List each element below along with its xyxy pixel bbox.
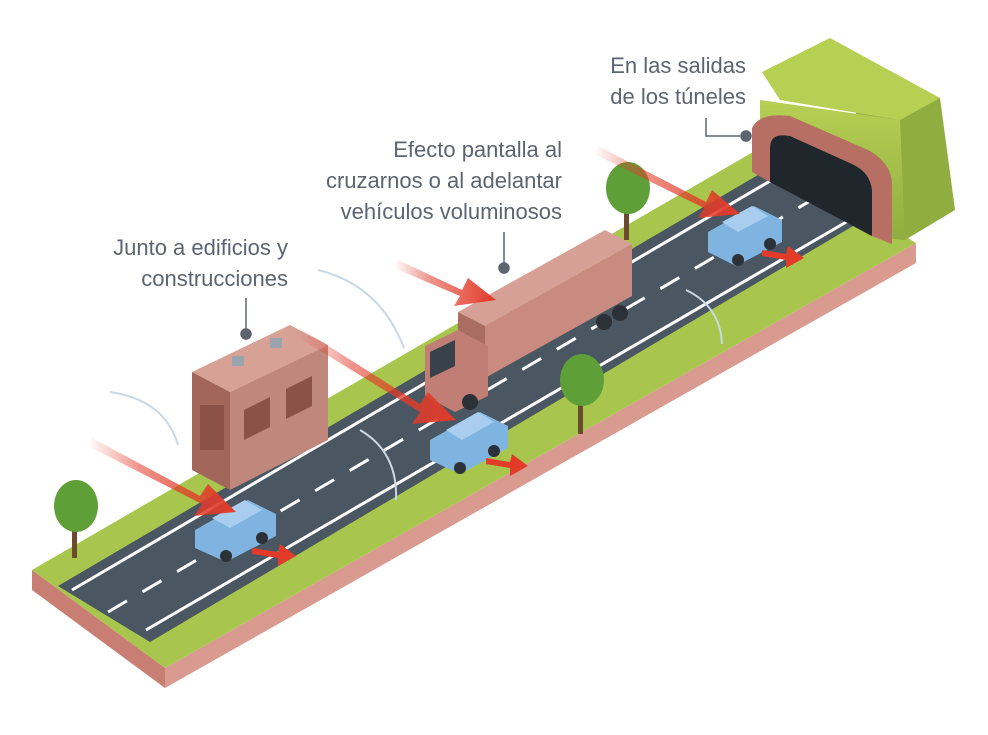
wind-arrow-overtake: [394, 260, 496, 306]
car-wheel: [764, 238, 776, 250]
callout-tunnels-line-2: de los túneles: [610, 84, 746, 109]
tunnel-portal: [752, 115, 892, 244]
earth-side-right: [165, 243, 916, 688]
tree-foliage: [560, 354, 604, 406]
callout-overtaking-line-3: vehículos voluminosos: [340, 199, 562, 224]
tree-left: [54, 480, 98, 558]
car-drift-arrow-far: [762, 246, 804, 268]
earth-side-front: [32, 570, 165, 688]
tunnel-opening: [770, 135, 872, 236]
tree-trunk: [72, 520, 77, 558]
callout-overtaking-line-1: Efecto pantalla al: [393, 137, 562, 162]
rooftop-unit-2: [270, 338, 282, 348]
wind-swirl: [359, 429, 398, 501]
callout-overtaking: Efecto pantalla al cruzarnos o al adelan…: [326, 134, 562, 227]
car-wheel: [488, 445, 500, 457]
building-window-1: [244, 397, 270, 440]
callout-buildings-line-1: Junto a edificios y: [113, 235, 288, 260]
truck-windshield: [430, 340, 455, 378]
car-drift-arrow-middle: [486, 454, 528, 476]
callout-tunnels-line-1: En las salidas: [610, 53, 746, 78]
car-wheel: [256, 532, 268, 544]
building-vent: [200, 405, 224, 450]
callout-tunnels: En las salidas de los túneles: [610, 50, 746, 112]
tree-foliage: [54, 480, 98, 532]
truck-wheel-rear-2: [612, 305, 628, 321]
wind-swirl: [109, 391, 179, 446]
car-drift-arrow-near: [252, 544, 296, 566]
truck: [425, 230, 632, 412]
callout-overtaking-line-2: cruzarnos o al adelantar: [325, 168, 562, 193]
wind-arrow-tunnel: [594, 146, 740, 218]
wind-arrow-truck: [296, 328, 456, 424]
road-edge-line-right: [145, 212, 861, 632]
wind-arrows: [88, 146, 804, 566]
truck-trailer-side: [485, 244, 632, 378]
tree-trunk: [578, 396, 583, 434]
leader-dot-overtaking: [498, 262, 510, 274]
building-window-2: [286, 376, 312, 419]
leader-line-tunnels: [705, 118, 740, 137]
tree-trunk: [624, 204, 629, 240]
truck-wheel-rear: [596, 314, 612, 330]
car-near: [195, 500, 276, 562]
car-roof: [446, 412, 494, 440]
building: [192, 325, 328, 490]
wind-swirl: [317, 269, 405, 349]
car-body: [195, 500, 276, 562]
car-roof: [722, 206, 768, 232]
leader-dot-tunnels: [740, 130, 752, 142]
callout-leaders: [240, 118, 752, 340]
car-wheel: [454, 462, 466, 474]
truck-trailer-top: [458, 230, 632, 326]
truck-wheel-front: [462, 394, 478, 410]
callout-buildings-line-2: construcciones: [141, 266, 288, 291]
rooftop-unit-1: [232, 356, 244, 366]
car-wheel: [220, 550, 232, 562]
wind-arrow-building: [88, 438, 236, 516]
building-roof: [192, 325, 328, 392]
hill-top: [762, 38, 940, 120]
leader-dot-buildings: [240, 328, 252, 340]
tunnel: [752, 38, 955, 244]
tree-middle: [560, 354, 604, 434]
car-roof: [212, 500, 262, 528]
callout-buildings: Junto a edificios y construcciones: [113, 232, 288, 294]
wind-swirl: [685, 289, 723, 345]
car-wheel: [732, 254, 744, 266]
wind-swirls: [109, 269, 723, 501]
